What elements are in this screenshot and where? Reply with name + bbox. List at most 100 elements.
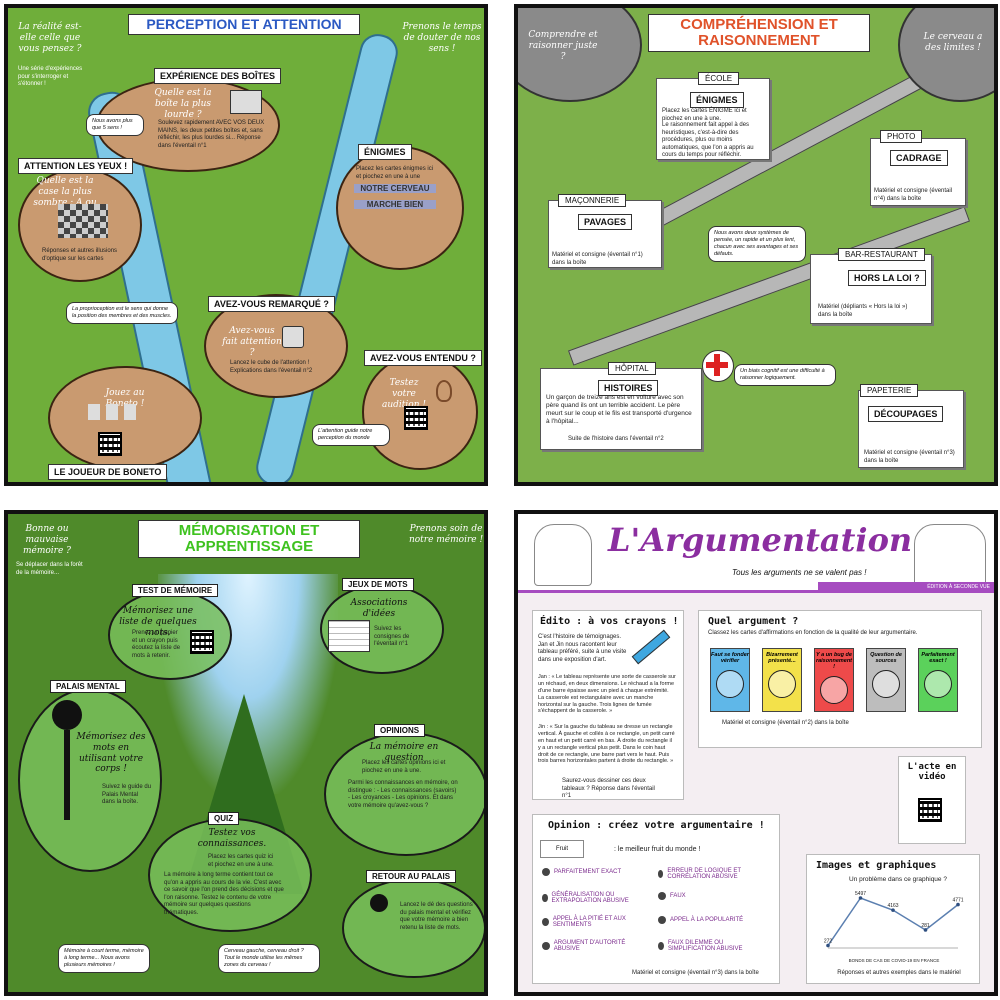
opinion-box: [532, 814, 780, 984]
emoji-face-icon: [820, 676, 848, 704]
edition-bar: ÉDITION À SECONDE VUE: [818, 582, 994, 592]
bar-label: BAR-RESTAURANT: [838, 248, 925, 261]
quel-argument-foot: Matériel et consigne (éventail n°2) dans…: [722, 720, 849, 726]
corner-left-subtext: Une série d'expériences pour s'interroge…: [18, 66, 83, 87]
page-title: L'Argumentation: [608, 521, 913, 559]
argument-option[interactable]: FAUX DILEMME OU SIMPLIFICATION ABUSIVE: [658, 940, 766, 952]
edito-p2: Jan : « Le tableau représente une sorte …: [538, 674, 676, 715]
bar-text: Matériel (dépliants « Hors la loi ») dan…: [818, 304, 908, 318]
page-title: PERCEPTION ET ATTENTION: [128, 14, 360, 35]
emoji-face-icon: [768, 670, 796, 698]
building-papeterie: [858, 390, 964, 468]
bubble-cerveau: Cerveau gauche, cerveau droit ? Tout le …: [218, 944, 320, 973]
data-label: 272: [824, 939, 833, 945]
hopital-suite: Suite de l'histoire dans l'éventail n°2: [568, 436, 664, 442]
photo-label: PHOTO: [880, 130, 923, 143]
argument-card[interactable]: Question de sources: [866, 648, 906, 712]
opinion-input[interactable]: Fruit: [540, 840, 584, 858]
qr-code[interactable]: [98, 432, 122, 456]
emoji-face-icon: [872, 670, 900, 698]
argument-option[interactable]: ARGUMENT D'AUTORITÉ ABUSIVE: [542, 940, 650, 952]
option-bullet-icon: [542, 894, 548, 902]
checker-illusion-image: [58, 204, 108, 238]
emoji-face-icon: [716, 670, 744, 698]
opinion-text: : le meilleur fruit du monde !: [614, 846, 701, 853]
argument-card[interactable]: Faut se fonder vérifier: [710, 648, 750, 712]
photo-text: Matériel et consigne (éventail n°4) dans…: [874, 188, 953, 202]
jeux-mots-text: Suivez les consignes de l'éventail n°1: [374, 626, 410, 647]
quiz-label: QUIZ: [208, 812, 240, 825]
edito-title: Édito : à vos crayons !: [540, 616, 679, 627]
palais-label: PALAIS MENTAL: [50, 680, 126, 693]
dice-icon: [282, 326, 304, 348]
papeterie-label: PAPETERIE: [860, 384, 919, 397]
corner-left-text: Bonne ou mauvaise mémoire ?: [22, 524, 71, 556]
argument-option[interactable]: APPEL À LA POPULARITÉ: [658, 916, 766, 924]
qr-code[interactable]: [918, 798, 942, 822]
stick-figure: [64, 730, 70, 820]
option-bullet-icon: [542, 868, 550, 876]
argument-option[interactable]: ERREUR DE LOGIQUE ET CORRÉLATION ABUSIVE: [658, 868, 766, 880]
cups-icon: [88, 404, 138, 420]
argument-option-label: ARGUMENT D'AUTORITÉ ABUSIVE: [553, 940, 626, 952]
qr-code[interactable]: [404, 406, 428, 430]
enigmes-line-2: MARCHE BIEN: [354, 200, 436, 209]
edito-p1: C'est l'histoire de témoignages. Jan et …: [538, 634, 627, 663]
option-bullet-icon: [658, 892, 666, 900]
data-point: [891, 908, 895, 912]
opinion-title: Opinion : créez votre argumentaire !: [548, 820, 765, 831]
corner-right-text: Le cerveau a des limites !: [923, 32, 983, 53]
building-bar: [810, 254, 932, 324]
option-bullet-icon: [542, 942, 550, 950]
test-memoire-text: Prenez un papier et un crayon puis écout…: [132, 630, 181, 659]
data-label: 4771: [952, 898, 963, 904]
argument-option[interactable]: GÉNÉRALISATION OU EXTRAPOLATION ABUSIVE: [542, 892, 650, 904]
data-label: 4163: [887, 903, 898, 909]
bubble-sens: Nous avons plus que 5 sens !: [86, 114, 144, 136]
data-point: [923, 928, 928, 932]
data-label: 5497: [855, 891, 866, 897]
argument-option[interactable]: FAUX: [658, 892, 766, 900]
hopital-label: HÔPITAL: [608, 362, 656, 375]
histoires-label: HISTOIRES: [598, 380, 659, 396]
palais-text: Suivez le guide du Palais Mental dans la…: [102, 784, 152, 805]
panel-perception: PERCEPTION ET ATTENTION La réalité est-e…: [4, 4, 488, 486]
option-bullet-icon: [658, 870, 664, 878]
hopital-story: Un garçon de treize ans est en voiture a…: [546, 394, 692, 426]
opinions-question: La mémoire en question: [369, 742, 439, 763]
opinions-list: Parmi les connaissances en mémoire, on d…: [348, 780, 458, 809]
qr-code[interactable]: [190, 630, 214, 654]
argument-card-label: Y a un bug de raisonnement !: [815, 652, 853, 670]
entendu-question: Testez votre audition !: [382, 378, 426, 410]
ear-icon: [436, 380, 452, 402]
edito-p4: Saurez-vous dessiner ces deux tableaux ?…: [562, 778, 655, 799]
corner-left-text: Comprendre et raisonner juste ?: [528, 30, 598, 62]
data-point: [858, 896, 863, 900]
experience-label: EXPÉRIENCE DES BOÎTES: [154, 68, 282, 84]
ecole-label: ÉCOLE: [698, 72, 740, 85]
cadrage-label: CADRAGE: [890, 150, 948, 166]
data-label: 281: [921, 923, 930, 929]
argument-option[interactable]: APPEL À LA PITIÉ ET AUX SENTIMENTS: [542, 916, 650, 928]
retour-label: RETOUR AU PALAIS: [366, 870, 457, 883]
argument-card-label: Bizarrement présenté...: [766, 652, 798, 664]
argument-card[interactable]: Parfaitement exact !: [918, 648, 958, 712]
maconnerie-text: Matériel et consigne (éventail n°1) dans…: [552, 252, 643, 266]
graph-caption: BONDS DE CAS DE COVID-19 EN FRANCE: [848, 958, 940, 963]
ecole-text-2: Le raisonnement fait appel à des heurist…: [662, 122, 754, 158]
argument-card-label: Parfaitement exact !: [921, 652, 955, 664]
page-title: MÉMORISATION ET APPRENTISSAGE: [138, 520, 360, 558]
argument-option-label: ERREUR DE LOGIQUE ET CORRÉLATION ABUSIVE: [667, 868, 741, 880]
experience-question: Quelle est la boîte la plus lourde ?: [154, 88, 212, 120]
quiz-text: Placez les cartes quiz ici et piochez en…: [208, 854, 274, 868]
argument-card[interactable]: Bizarrement présenté...: [762, 648, 802, 712]
argument-option-label: APPEL À LA PITIÉ ET AUX SENTIMENTS: [552, 916, 626, 928]
stick-figure: [52, 700, 82, 730]
corner-right-text: Prenons le temps de douter de nos sens !: [402, 22, 482, 54]
argument-card[interactable]: Y a un bug de raisonnement !: [814, 648, 854, 712]
remarque-text: Lancez le cube de l'attention ! Explicat…: [230, 360, 313, 374]
page-title: COMPRÉHENSION ET RAISONNEMENT: [648, 14, 870, 52]
argument-option[interactable]: PARFAITEMENT EXACT: [542, 868, 650, 876]
bubble-attention-guide: L'attention guide notre perception du mo…: [312, 424, 390, 446]
decoupages-label: DÉCOUPAGES: [868, 406, 944, 422]
